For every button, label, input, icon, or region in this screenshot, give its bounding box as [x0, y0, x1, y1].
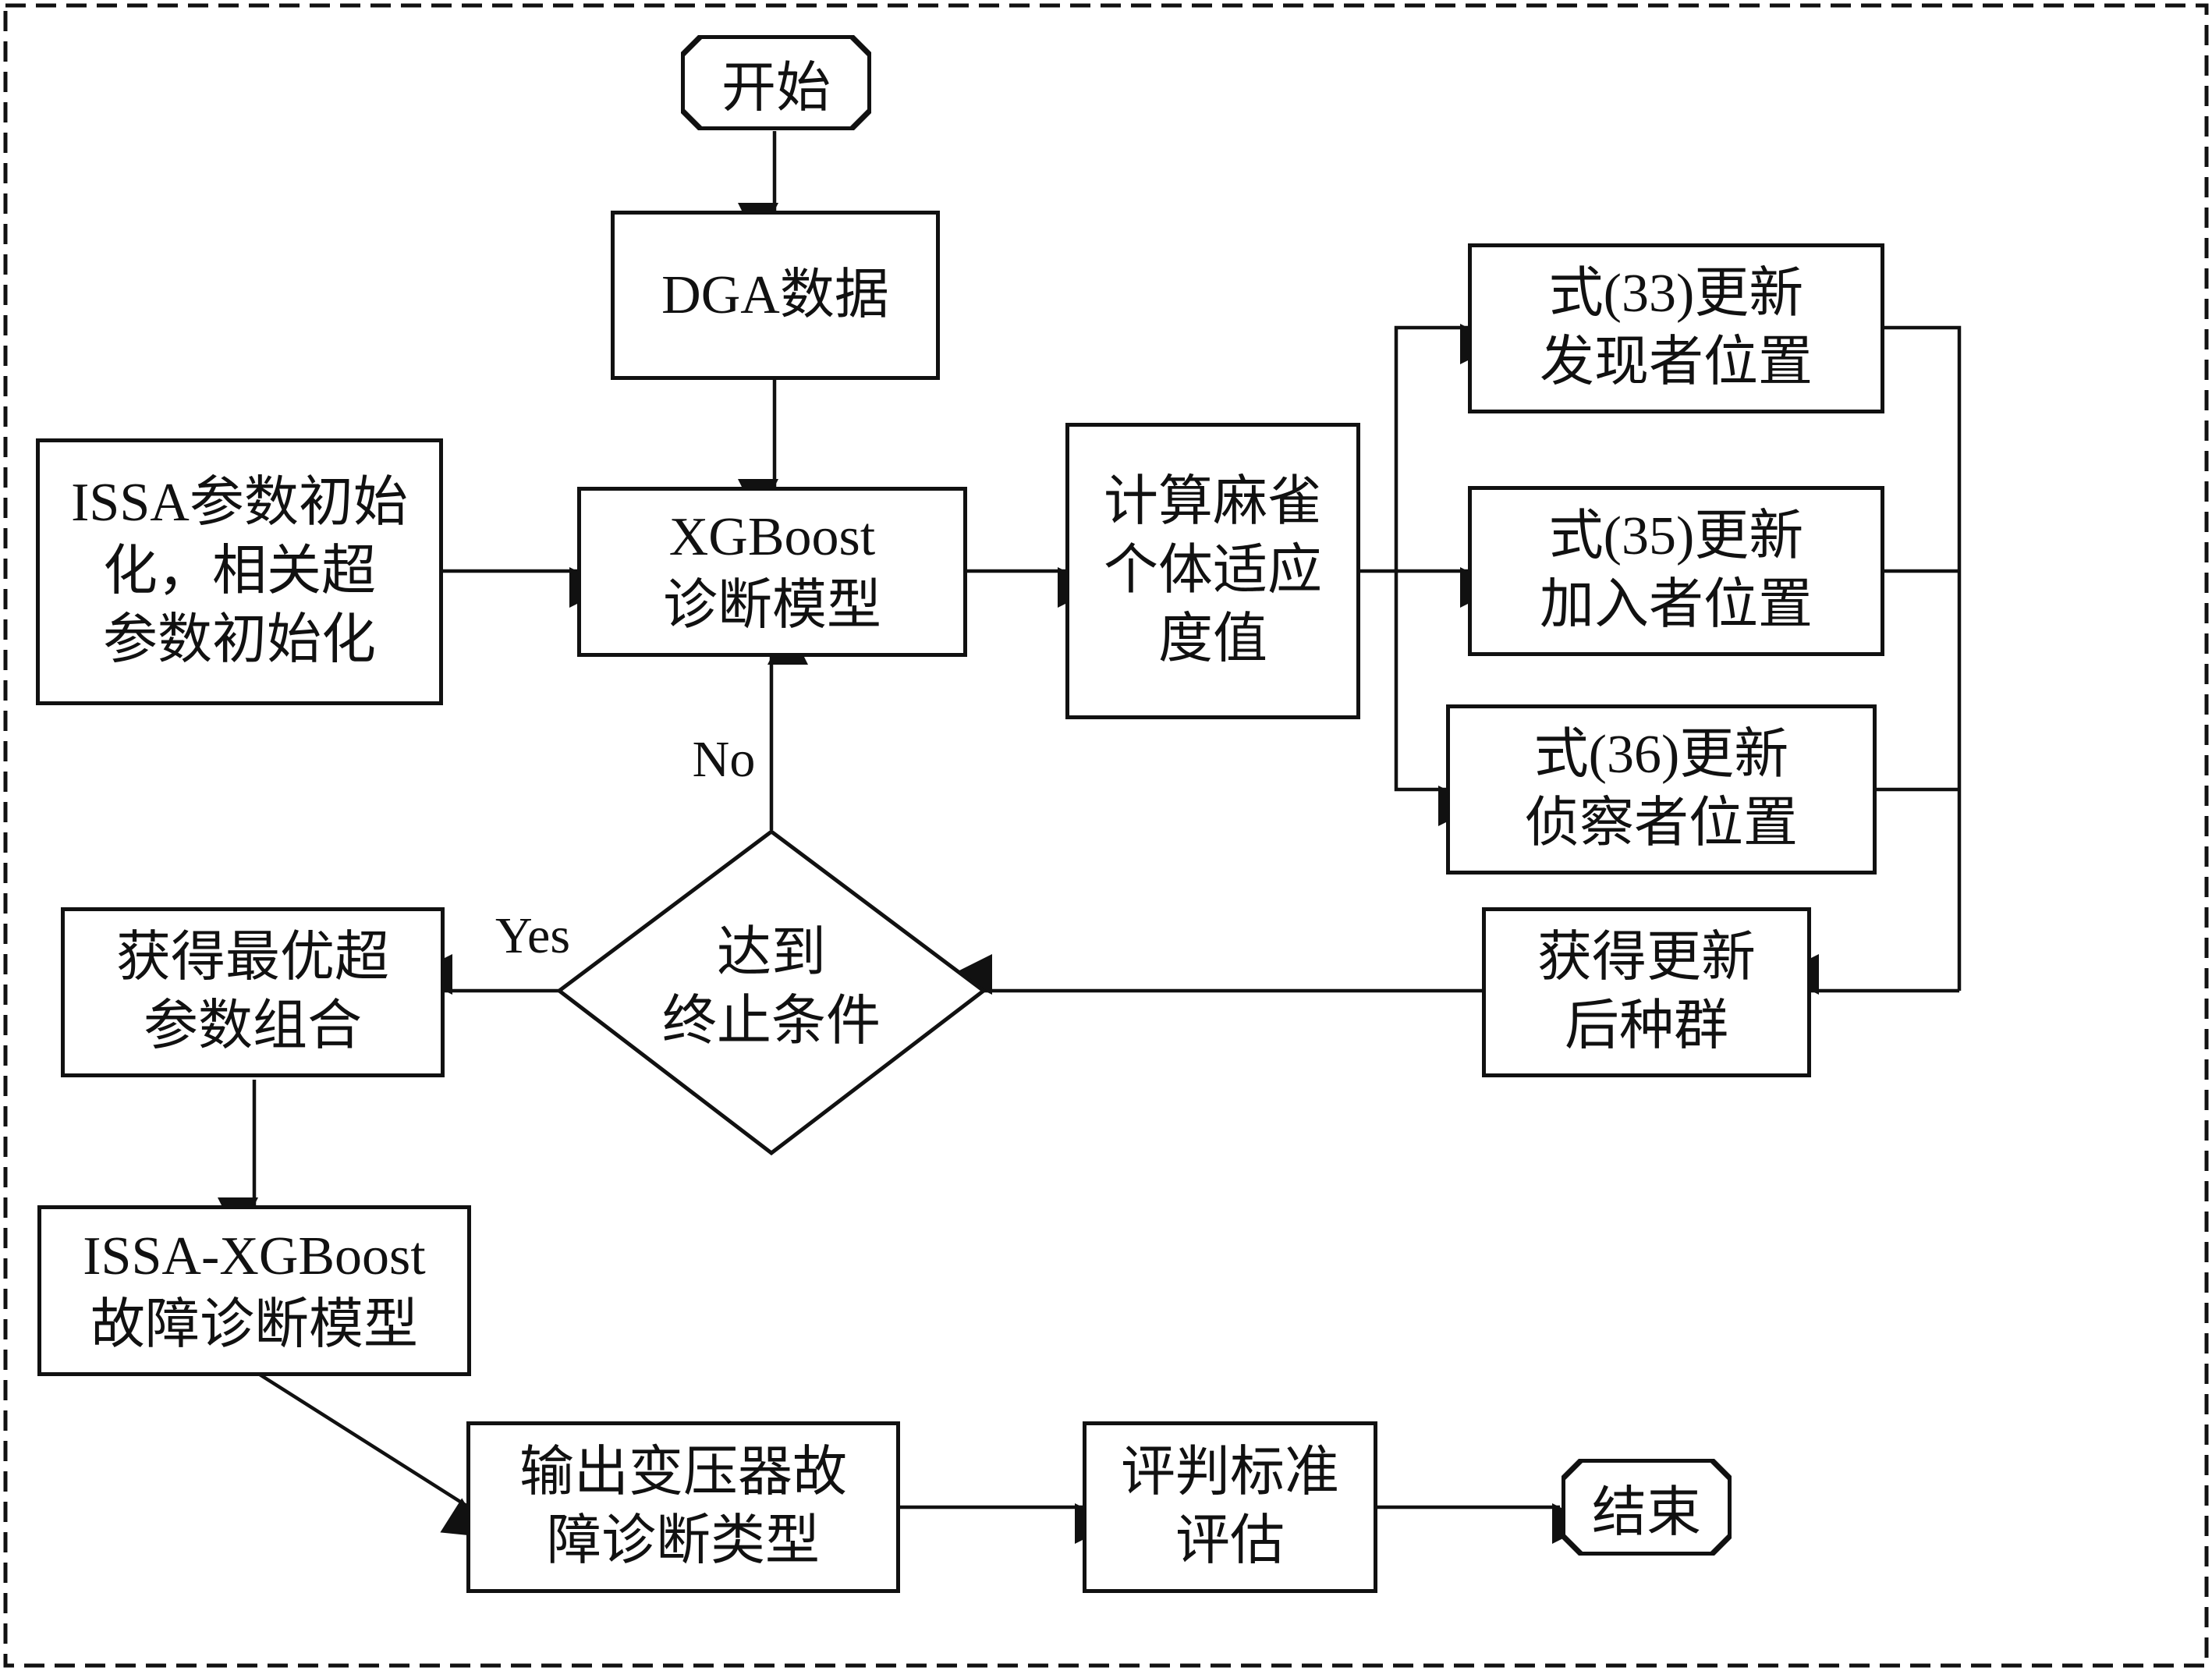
- update-scout-box: 式(36)更新 侦察者位置: [1446, 704, 1877, 875]
- decision-no-label: No: [692, 731, 756, 788]
- end-label: 结束: [1592, 1482, 1701, 1543]
- decision-diamond: [555, 828, 987, 1156]
- fitness-box: 计算麻雀 个体适应 度值: [1065, 423, 1360, 719]
- fitness-line-3: 度值: [1158, 609, 1267, 669]
- final-model-line-1: ISSA-XGBoost: [83, 1226, 426, 1286]
- output-box: 输出变压器故 障诊断类型: [466, 1421, 900, 1593]
- dga-data-box: DGA数据: [611, 211, 940, 380]
- update-joiner-line-1: 式(35)更新: [1548, 506, 1804, 566]
- issa-init-line-1: ISSA参数初始: [71, 473, 408, 533]
- update-discoverer-box: 式(33)更新 发现者位置: [1468, 243, 1884, 413]
- evaluation-box: 评判标准 评估: [1083, 1421, 1377, 1593]
- final-model-box: ISSA-XGBoost 故障诊断模型: [37, 1205, 471, 1376]
- end-terminator: 结束: [1565, 1463, 1728, 1552]
- xgboost-model-line-2: 诊断模型: [663, 576, 881, 636]
- output-line-2: 障诊断类型: [547, 1511, 820, 1571]
- best-params-line-1: 获得最优超: [116, 928, 389, 988]
- decision-label: 达到 终止条件: [615, 919, 927, 1056]
- start-terminator: 开始: [685, 39, 867, 126]
- evaluation-line-1: 评判标准: [1121, 1442, 1339, 1502]
- final-model-line-2: 故障诊断模型: [90, 1294, 418, 1355]
- updated-population-line-1: 获得更新: [1537, 928, 1756, 988]
- decision-yes-label: Yes: [495, 907, 571, 964]
- xgboost-model-line-1: XGBoost: [668, 507, 876, 567]
- xgboost-model-box: XGBoost 诊断模型: [577, 487, 967, 657]
- arrow-final-to-output: [258, 1373, 486, 1538]
- dashed-frame: [3, 3, 2209, 1668]
- start-label: 开始: [721, 58, 831, 119]
- updated-population-box: 获得更新 后种群: [1482, 907, 1811, 1077]
- decision-line-1: 达到: [717, 923, 826, 983]
- update-joiner-line-2: 加入者位置: [1540, 575, 1813, 635]
- arrow-fitness-to-scout: [1394, 571, 1479, 826]
- issa-init-line-3: 参数初始化: [103, 610, 376, 670]
- issa-init-box: ISSA参数初始 化，相关超 参数初始化: [36, 438, 443, 705]
- fitness-line-2: 个体适应: [1104, 541, 1322, 601]
- collector-discoverer: [1884, 325, 1962, 991]
- dga-data-label: DGA数据: [661, 264, 889, 325]
- fitness-line-1: 计算麻雀: [1104, 472, 1322, 532]
- update-joiner-box: 式(35)更新 加入者位置: [1468, 486, 1884, 656]
- best-params-line-2: 参数组合: [144, 996, 362, 1056]
- decision-line-2: 终止条件: [662, 992, 881, 1052]
- output-line-1: 输出变压器故: [519, 1442, 847, 1502]
- issa-init-line-2: 化，相关超: [103, 541, 376, 601]
- update-scout-line-2: 侦察者位置: [1525, 793, 1798, 853]
- best-params-box: 获得最优超 参数组合: [61, 907, 445, 1077]
- update-scout-line-1: 式(36)更新: [1533, 725, 1789, 785]
- evaluation-line-2: 评估: [1175, 1511, 1285, 1571]
- update-discoverer-line-1: 式(33)更新: [1548, 264, 1804, 324]
- updated-population-line-2: 后种群: [1565, 996, 1728, 1056]
- update-discoverer-line-2: 发现者位置: [1540, 332, 1813, 392]
- branch-fitness-to-updates: [1359, 324, 1501, 573]
